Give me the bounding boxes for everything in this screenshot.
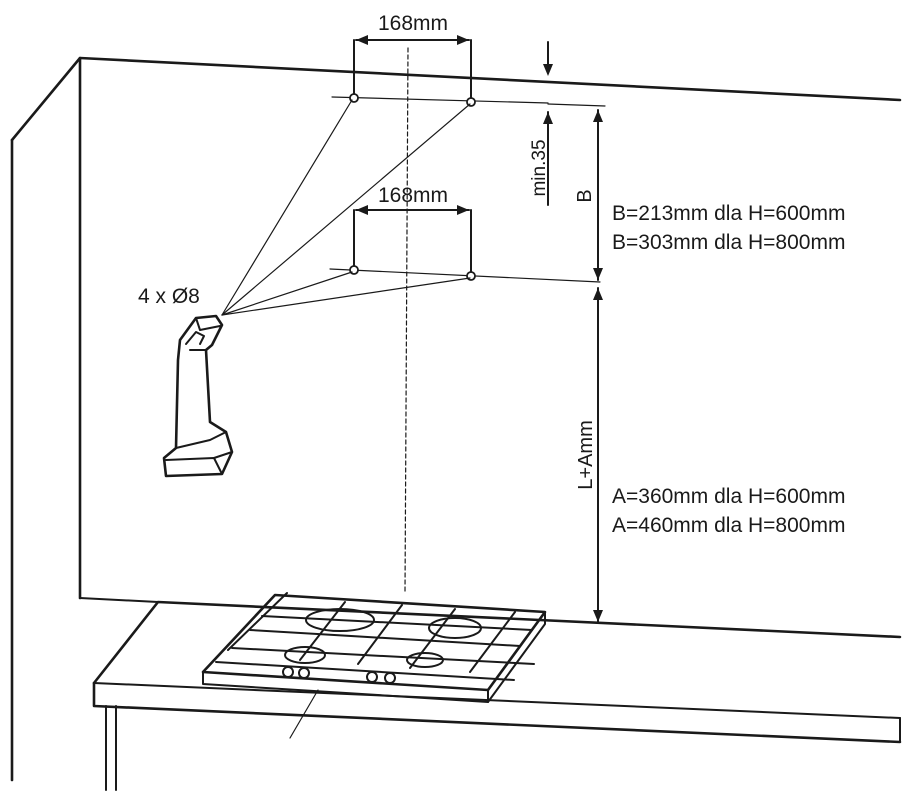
lower-mounting bbox=[329, 205, 601, 283]
la-label: L+Amm bbox=[575, 420, 597, 489]
top-spacing-label: 168mm bbox=[378, 12, 448, 35]
la-dimension bbox=[593, 287, 603, 623]
wall-outline bbox=[10, 56, 902, 782]
upper-mounting bbox=[331, 35, 549, 107]
min-gap-label: min.35 bbox=[529, 139, 550, 196]
holes-label: 4 x Ø8 bbox=[138, 285, 200, 308]
note-b-800: B=303mm dla H=800mm bbox=[612, 231, 845, 254]
drill-leader-lines bbox=[221, 99, 471, 316]
b-label: B bbox=[574, 189, 596, 202]
lower-spacing-label: 168mm bbox=[378, 184, 448, 207]
gas-hob-icon bbox=[201, 592, 547, 739]
note-b-600: B=213mm dla H=600mm bbox=[612, 202, 845, 225]
b-dimension bbox=[547, 103, 606, 281]
countertop bbox=[92, 600, 902, 791]
drill-icon bbox=[162, 314, 234, 478]
upper-hole-right bbox=[466, 97, 476, 107]
min-gap-dimension bbox=[543, 41, 553, 206]
note-a-600: A=360mm dla H=600mm bbox=[612, 485, 845, 508]
note-a-800: A=460mm dla H=800mm bbox=[612, 514, 845, 537]
centre-line bbox=[404, 47, 409, 593]
